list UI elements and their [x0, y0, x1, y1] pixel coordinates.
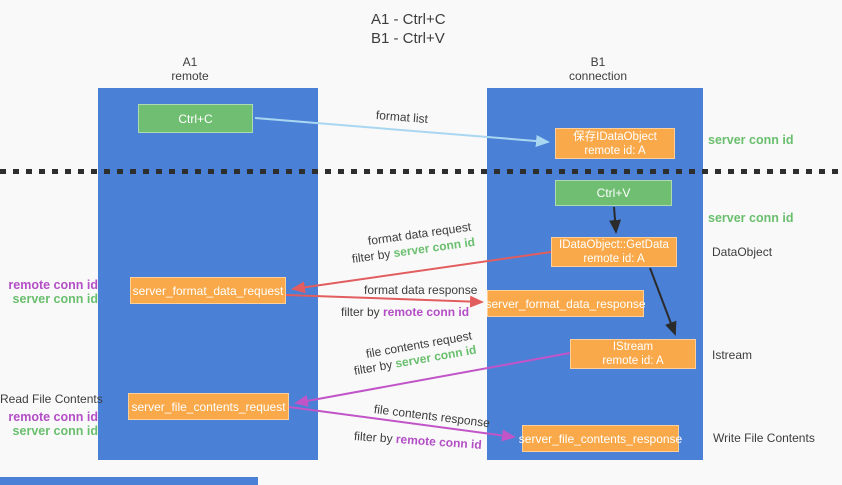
getdata-box: IDataObject::GetData remote id: A — [551, 237, 677, 267]
server-conn-id-left-1: server conn id — [12, 292, 98, 306]
getdata-line1: IDataObject::GetData — [559, 239, 669, 251]
ctrl-c-label: Ctrl+C — [178, 111, 213, 126]
remote-conn-id-left-2: remote conn id — [8, 410, 98, 424]
write-file-contents-label: Write File Contents — [713, 431, 815, 445]
server-file-contents-response-box: server_file_contents_response — [518, 425, 683, 452]
remote-conn-id-text-1: remote conn id — [383, 305, 470, 319]
format-data-response-label: format data response — [364, 283, 478, 297]
istream-line1: IStream — [612, 341, 654, 353]
getdata-line2: remote id: A — [583, 253, 645, 265]
format-request-conn-id-labels: remote conn id server conn id — [0, 278, 98, 306]
server-format-data-request-box: server_format_data_request — [130, 277, 286, 304]
server-format-data-response-label: server_format_data_response — [485, 296, 646, 311]
ctrl-v-label: Ctrl+V — [596, 186, 631, 200]
filter-by-remote-conn-id-label-2: filter by remote conn id — [354, 429, 483, 452]
format-list-label: format list — [375, 108, 429, 127]
remote-conn-id-left-1: remote conn id — [8, 278, 98, 292]
bottom-partial-lane — [0, 477, 258, 485]
server-format-data-response-box: server_format_data_response — [485, 290, 646, 317]
lane-header-a1: A1 remote — [130, 55, 250, 83]
lane-a1-subtitle: remote — [171, 69, 209, 83]
filter-by-text-1: filter by — [351, 246, 395, 266]
save-dataobject-box: 保存IDataObject remote id: A — [555, 128, 675, 159]
ctrl-v-box: Ctrl+V — [555, 180, 672, 206]
lane-a1-name: A1 — [182, 55, 198, 69]
server-file-contents-response-label: server_file_contents_response — [518, 431, 683, 446]
server-conn-id-right-top: server conn id — [708, 133, 794, 147]
dataobject-label: DataObject — [712, 245, 773, 259]
lane-header-b1: B1 connection — [538, 55, 658, 83]
lane-b1-subtitle: connection — [568, 69, 628, 83]
file-request-left-labels: Read File Contents remote conn id server… — [0, 392, 103, 438]
server-file-contents-request-label: server_file_contents_request — [131, 399, 286, 414]
server-conn-id-left-2: server conn id — [12, 424, 98, 438]
server-format-data-request-label: server_format_data_request — [132, 283, 284, 298]
istream-side-label: Istream — [712, 348, 753, 362]
remote-conn-id-text-2: remote conn id — [395, 431, 483, 452]
read-file-contents-label: Read File Contents — [0, 392, 103, 406]
filter-by-remote-conn-id-label-1: filter by remote conn id — [341, 305, 469, 319]
ctrl-c-box: Ctrl+C — [138, 104, 253, 133]
filter-by-text-2: filter by — [341, 305, 384, 319]
title-line-2: B1 - Ctrl+V — [371, 30, 445, 47]
filter-by-text-3: filter by — [352, 356, 397, 378]
diagram-title: A1 - Ctrl+C B1 - Ctrl+V — [371, 10, 446, 48]
istream-line2: remote id: A — [602, 355, 664, 367]
filter-by-text-4: filter by — [353, 429, 397, 446]
server-conn-id-right-mid: server conn id — [708, 211, 794, 225]
file-contents-response-label: file contents response — [373, 402, 491, 431]
title-line-1: A1 - Ctrl+C — [371, 11, 446, 28]
lane-b1-name: B1 — [590, 55, 606, 69]
server-file-contents-request-box: server_file_contents_request — [128, 393, 289, 420]
save-dataobject-line1: 保存IDataObject — [573, 130, 657, 143]
save-dataobject-line2: remote id: A — [584, 144, 646, 157]
dotted-separator-line — [0, 169, 842, 174]
istream-box: IStream remote id: A — [570, 339, 696, 369]
